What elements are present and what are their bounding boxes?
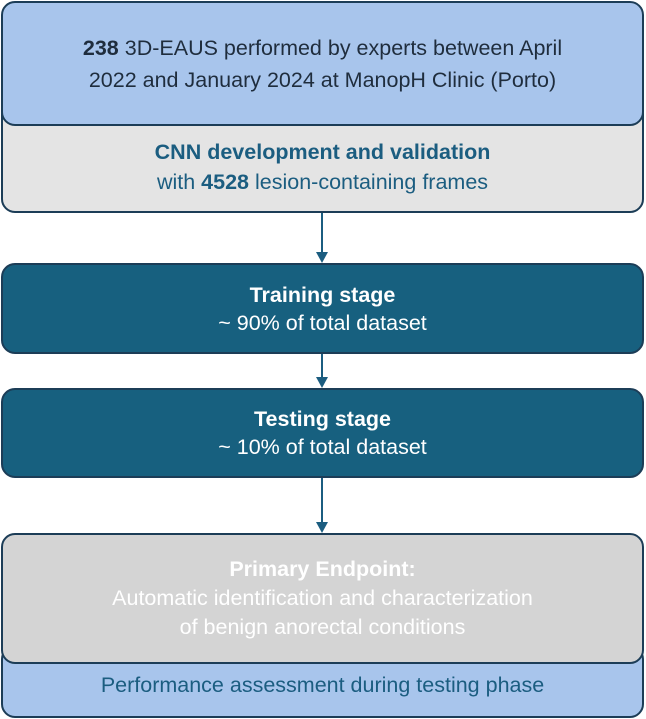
arrow-down-icon: [316, 354, 328, 388]
frames-count: 4528: [201, 169, 250, 194]
training-stage-subtitle: ~ 90% of total dataset: [218, 310, 427, 335]
testing-stage-subtitle: ~ 10% of total dataset: [218, 435, 427, 459]
training-stage-title: Training stage: [249, 282, 396, 307]
testing-stage-box: Testing stage ~ 10% of total dataset: [1, 388, 644, 478]
cnn-frames-line: with 4528 lesion-containing frames: [157, 167, 488, 197]
data-source-line-1-text: 3D-EAUS performed by experts between Apr…: [118, 35, 563, 60]
cnn-title: CNN development and validation: [154, 139, 491, 164]
data-source-box: 238 3D-EAUS performed by experts between…: [1, 1, 644, 126]
testing-stage-title: Testing stage: [254, 407, 391, 431]
data-source-line-1: 238 3D-EAUS performed by experts between…: [83, 32, 562, 64]
primary-endpoint-title: Primary Endpoint:: [229, 557, 416, 581]
data-source-line-2: 2022 and January 2024 at ManopH Clinic (…: [88, 67, 557, 92]
exam-count: 238: [82, 35, 119, 60]
performance-assessment-text: Performance assessment during testing ph…: [100, 673, 545, 697]
primary-endpoint-line-1: Automatic identification and characteriz…: [112, 586, 533, 610]
cnn-frames-suffix: lesion-containing frames: [249, 169, 489, 194]
cnn-frames-prefix: with: [156, 169, 202, 194]
arrow-down-icon: [316, 213, 328, 263]
training-stage-box: Training stage ~ 90% of total dataset: [1, 263, 644, 354]
arrow-down-icon: [316, 478, 328, 533]
primary-endpoint-line-2: of benign anorectal conditions: [179, 615, 466, 639]
primary-endpoint-box: Primary Endpoint: Automatic identificati…: [1, 533, 644, 664]
